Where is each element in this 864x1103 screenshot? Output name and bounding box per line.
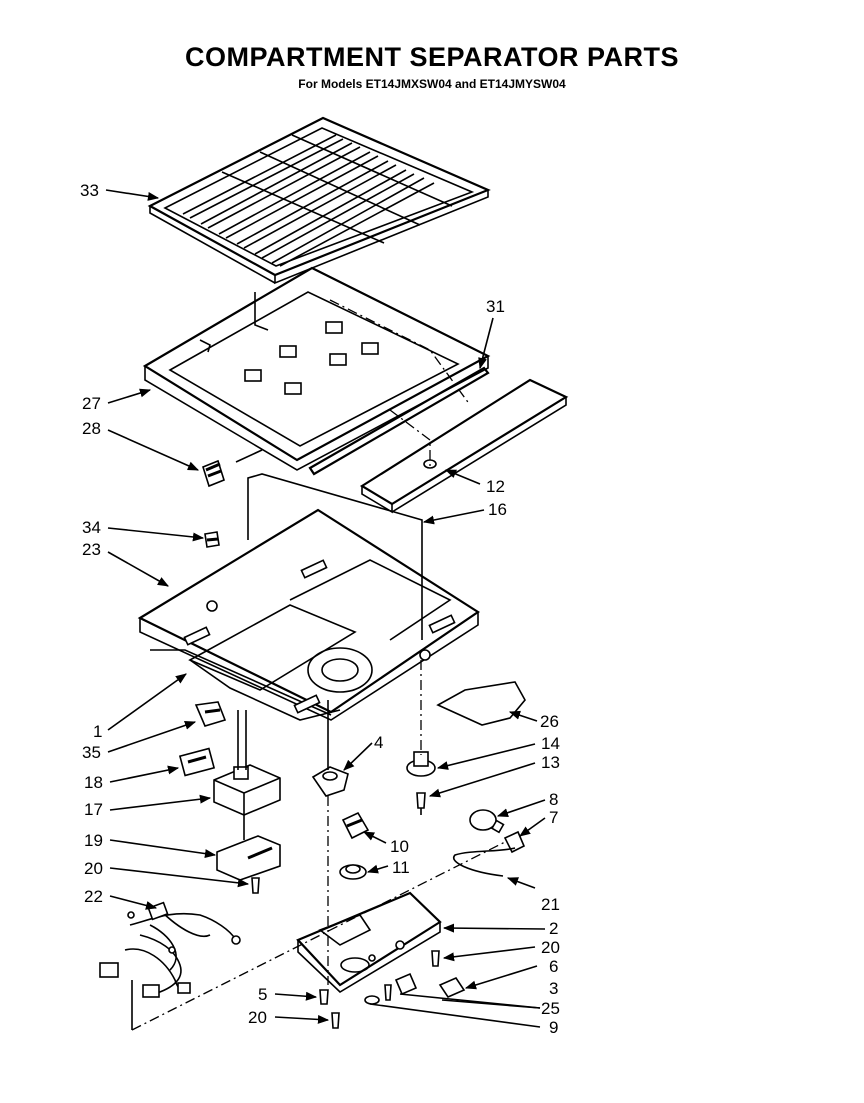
control-part-19 <box>216 835 281 881</box>
label-21: 21 <box>541 895 560 914</box>
screw-part-20-bottom <box>331 1012 340 1029</box>
wire-part-16 <box>247 473 423 640</box>
wire-part-21 <box>452 847 516 877</box>
housing-guide-lines <box>237 710 247 840</box>
cap-part-11 <box>339 864 367 880</box>
label-11: 11 <box>392 858 410 877</box>
housing-part-17 <box>213 764 281 816</box>
foam-part-26 <box>436 681 526 726</box>
part-number-labels: 33 31 27 28 12 16 34 23 1 26 35 4 14 13 … <box>80 181 560 1037</box>
leader-lines <box>105 189 546 1024</box>
label-10: 10 <box>390 837 409 856</box>
screw-part-20-left <box>251 877 260 894</box>
label-18: 18 <box>84 773 103 792</box>
label-1: 1 <box>93 722 102 741</box>
socket-part-7 <box>503 830 526 854</box>
screw-part-25 <box>384 984 392 1001</box>
label-20a: 20 <box>84 859 103 878</box>
label-20b: 20 <box>541 938 560 957</box>
bezel-part-18 <box>178 747 216 777</box>
label-25: 25 <box>541 999 560 1018</box>
harness-part-22 <box>99 901 241 998</box>
switch-part-3 <box>394 972 418 996</box>
page-subtitle: For Models ET14JMXSW04 and ET14JMYSW04 <box>298 77 566 91</box>
clip-part-34 <box>204 531 220 548</box>
label-19: 19 <box>84 831 103 850</box>
screw-part-5 <box>319 989 329 1005</box>
switch-part-10 <box>341 811 370 840</box>
bracket-part-4 <box>311 766 349 797</box>
grommet-part-14 <box>406 751 436 777</box>
washer-part-9 <box>364 995 380 1005</box>
label-17: 17 <box>84 800 103 819</box>
label-27: 27 <box>82 394 101 413</box>
label-3: 3 <box>549 979 558 998</box>
label-2: 2 <box>549 919 558 938</box>
separator-frame-part-27 <box>142 266 491 471</box>
label-34: 34 <box>82 518 101 537</box>
label-9: 9 <box>549 1018 558 1037</box>
knob-part-35 <box>194 701 227 727</box>
label-6: 6 <box>549 957 558 976</box>
label-22: 22 <box>84 887 103 906</box>
knob-part-6 <box>438 976 466 999</box>
block-part-28 <box>202 459 225 488</box>
alignment-line-d <box>235 449 263 463</box>
label-4: 4 <box>374 733 383 752</box>
bracket-part-2 <box>296 891 442 993</box>
label-35: 35 <box>82 743 101 762</box>
channel-part-12 <box>359 378 569 514</box>
separator-pan-part-23 <box>137 508 480 721</box>
label-8: 8 <box>549 790 558 809</box>
page-title: COMPARTMENT SEPARATOR PARTS <box>184 42 679 72</box>
label-31: 31 <box>486 297 505 316</box>
lamp-part-8 <box>469 809 505 834</box>
alignment-line-g <box>399 993 541 1009</box>
label-33: 33 <box>80 181 99 200</box>
strip-part-31 <box>308 366 490 476</box>
label-28: 28 <box>82 419 101 438</box>
label-20c: 20 <box>248 1008 267 1027</box>
alignment-line-b <box>389 409 431 470</box>
alignment-line-a <box>131 841 506 1031</box>
label-16: 16 <box>488 500 507 519</box>
screw-part-20-right <box>431 950 440 967</box>
label-13: 13 <box>541 753 560 772</box>
label-12: 12 <box>486 477 505 496</box>
label-5: 5 <box>258 985 267 1004</box>
label-23: 23 <box>82 540 101 559</box>
screw-part-13 <box>416 792 426 815</box>
label-26: 26 <box>540 712 559 731</box>
label-14: 14 <box>541 734 560 753</box>
label-7: 7 <box>549 808 558 827</box>
alignment-line-f <box>369 1003 541 1028</box>
shelf-grille-part-33 <box>147 116 491 285</box>
